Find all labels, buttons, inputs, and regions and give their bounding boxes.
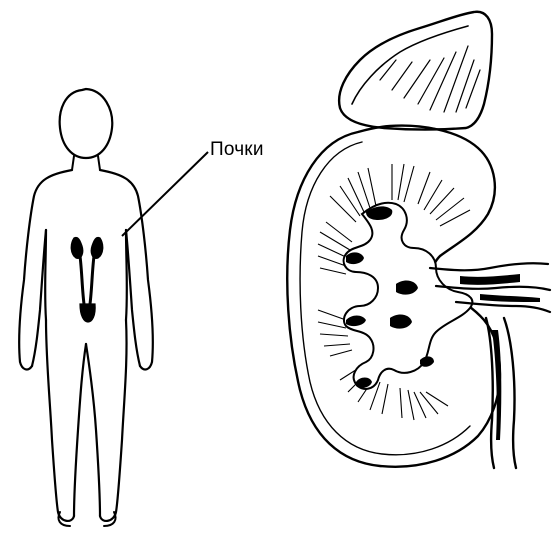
ureter [486, 318, 494, 468]
renal-vessels [430, 263, 548, 270]
callout-line [122, 152, 208, 236]
urinary-system-small [71, 237, 103, 322]
renal-pelvis [344, 203, 473, 389]
adrenal-gland [339, 12, 492, 130]
kidneys-label: Почки [210, 140, 264, 159]
kidney-cross-section [287, 126, 550, 468]
